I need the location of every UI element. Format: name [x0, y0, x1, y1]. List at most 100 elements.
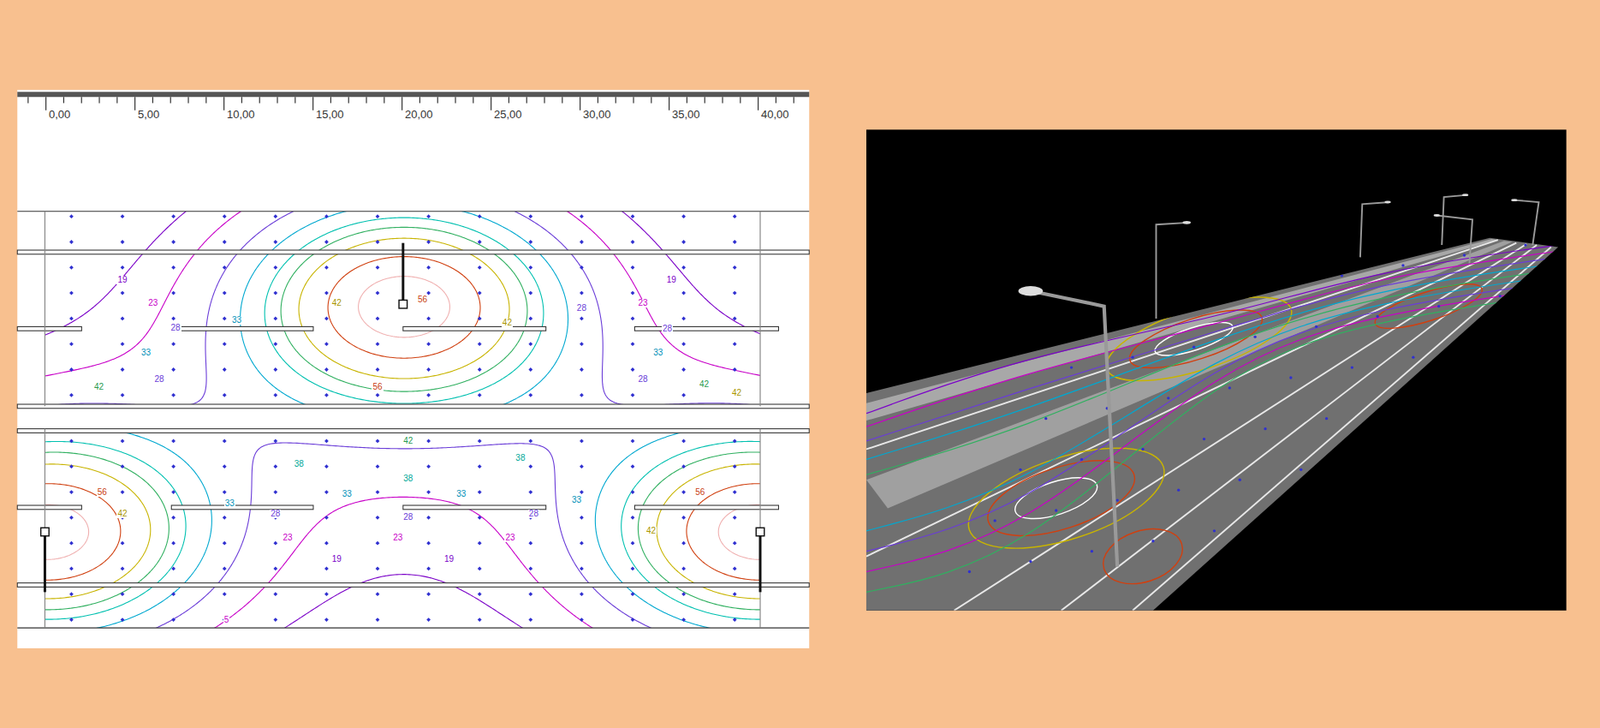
grid-point	[630, 239, 636, 244]
grid-point	[579, 566, 584, 572]
grid-point	[1457, 487, 1461, 491]
isolux-value: 56	[416, 295, 429, 304]
grid-point	[1375, 315, 1379, 318]
grid-point	[120, 489, 125, 494]
grid-point	[579, 239, 584, 244]
isolux-value: 23	[147, 298, 159, 308]
lane-marking	[866, 239, 1499, 449]
grid-point	[579, 541, 584, 546]
lane-marking	[866, 243, 1517, 557]
grid-point	[1238, 478, 1242, 482]
grid-point	[528, 265, 533, 270]
isolux-value: 19	[443, 554, 455, 564]
grid-points	[69, 214, 738, 622]
grid-point	[630, 463, 636, 469]
isolux-value: 33	[341, 489, 353, 499]
grid-point	[630, 439, 636, 444]
grid-point	[681, 591, 686, 596]
grid-point	[324, 463, 329, 469]
grid-point	[528, 617, 533, 622]
ruler-tick	[704, 96, 706, 103]
grid-point	[1447, 396, 1451, 399]
grid-point	[1166, 396, 1170, 399]
isolux-line	[1097, 279, 1301, 399]
ruler-tick	[259, 96, 261, 103]
ruler-label: 35,00	[671, 108, 702, 120]
grid-point	[732, 214, 738, 219]
ruler-tick	[597, 96, 599, 103]
grid-point	[171, 541, 176, 546]
grid-point	[69, 463, 74, 469]
grid-point	[1401, 263, 1404, 267]
grid-point	[120, 541, 125, 546]
grid-point	[69, 239, 74, 244]
grid-point	[1273, 518, 1277, 522]
ruler-tick	[579, 96, 581, 110]
grid-point	[120, 316, 125, 322]
grid-point	[69, 214, 74, 219]
ruler-tick	[757, 96, 759, 110]
lane-marking	[403, 505, 547, 510]
grid-point	[579, 515, 584, 520]
lamp-head	[1182, 220, 1191, 225]
grid-point	[222, 566, 227, 572]
ruler-tick	[419, 96, 421, 103]
luminaires	[41, 243, 765, 593]
isolux-value: 28	[402, 512, 414, 522]
isolux-line	[30, 226, 779, 610]
grid-point	[579, 214, 584, 219]
grid-point	[1523, 243, 1527, 246]
grid-point	[732, 291, 738, 296]
grid-point	[1151, 539, 1154, 542]
lane-marking	[634, 505, 779, 510]
grid-point	[375, 515, 381, 520]
grid-point	[630, 591, 636, 596]
ruler-tick	[632, 96, 634, 103]
grid-point	[528, 341, 533, 346]
grid-point	[324, 291, 329, 296]
ruler-tick	[98, 96, 100, 103]
grid-point	[1411, 356, 1415, 359]
isolux-value: 28	[169, 323, 181, 333]
isolux-value: 33	[652, 348, 664, 357]
grid-point	[579, 291, 584, 296]
grid-point	[477, 291, 482, 296]
luminaire-symbol	[755, 527, 765, 536]
grid-point	[1070, 365, 1073, 369]
ruler-tick	[668, 96, 670, 110]
lamp-pole	[1514, 200, 1540, 245]
grid-point	[681, 515, 686, 520]
grid-point	[1228, 386, 1232, 389]
grid-point	[477, 591, 482, 596]
grid-point	[324, 489, 329, 494]
grid-point	[375, 591, 381, 596]
isolux-value: 33	[231, 315, 243, 325]
grid-point	[171, 367, 176, 372]
grid-point	[426, 541, 431, 546]
grid-point	[732, 541, 738, 546]
isolux-line	[30, 237, 779, 599]
grid-point	[579, 392, 584, 398]
grid-point	[69, 316, 74, 322]
ruler-label: 40,00	[760, 108, 791, 120]
grid-point	[171, 566, 176, 572]
grid-point	[69, 617, 74, 622]
grid-point	[1202, 437, 1206, 441]
curb-line	[17, 404, 809, 409]
road-surface	[866, 237, 1559, 611]
isolux-line	[866, 281, 1559, 552]
grid-point	[579, 341, 584, 346]
isolux-line	[30, 217, 779, 619]
grid-point	[273, 367, 278, 372]
grid-edge	[44, 211, 46, 407]
grid-point	[1213, 529, 1216, 532]
isolux-value: 56	[694, 487, 706, 497]
ruler-tick	[330, 96, 332, 103]
isolux-line	[1010, 469, 1102, 527]
lane-marking	[17, 326, 82, 331]
isolux-line	[866, 293, 1559, 592]
grid-point	[69, 392, 74, 398]
grid-point	[171, 316, 176, 322]
grid-point	[528, 591, 533, 596]
